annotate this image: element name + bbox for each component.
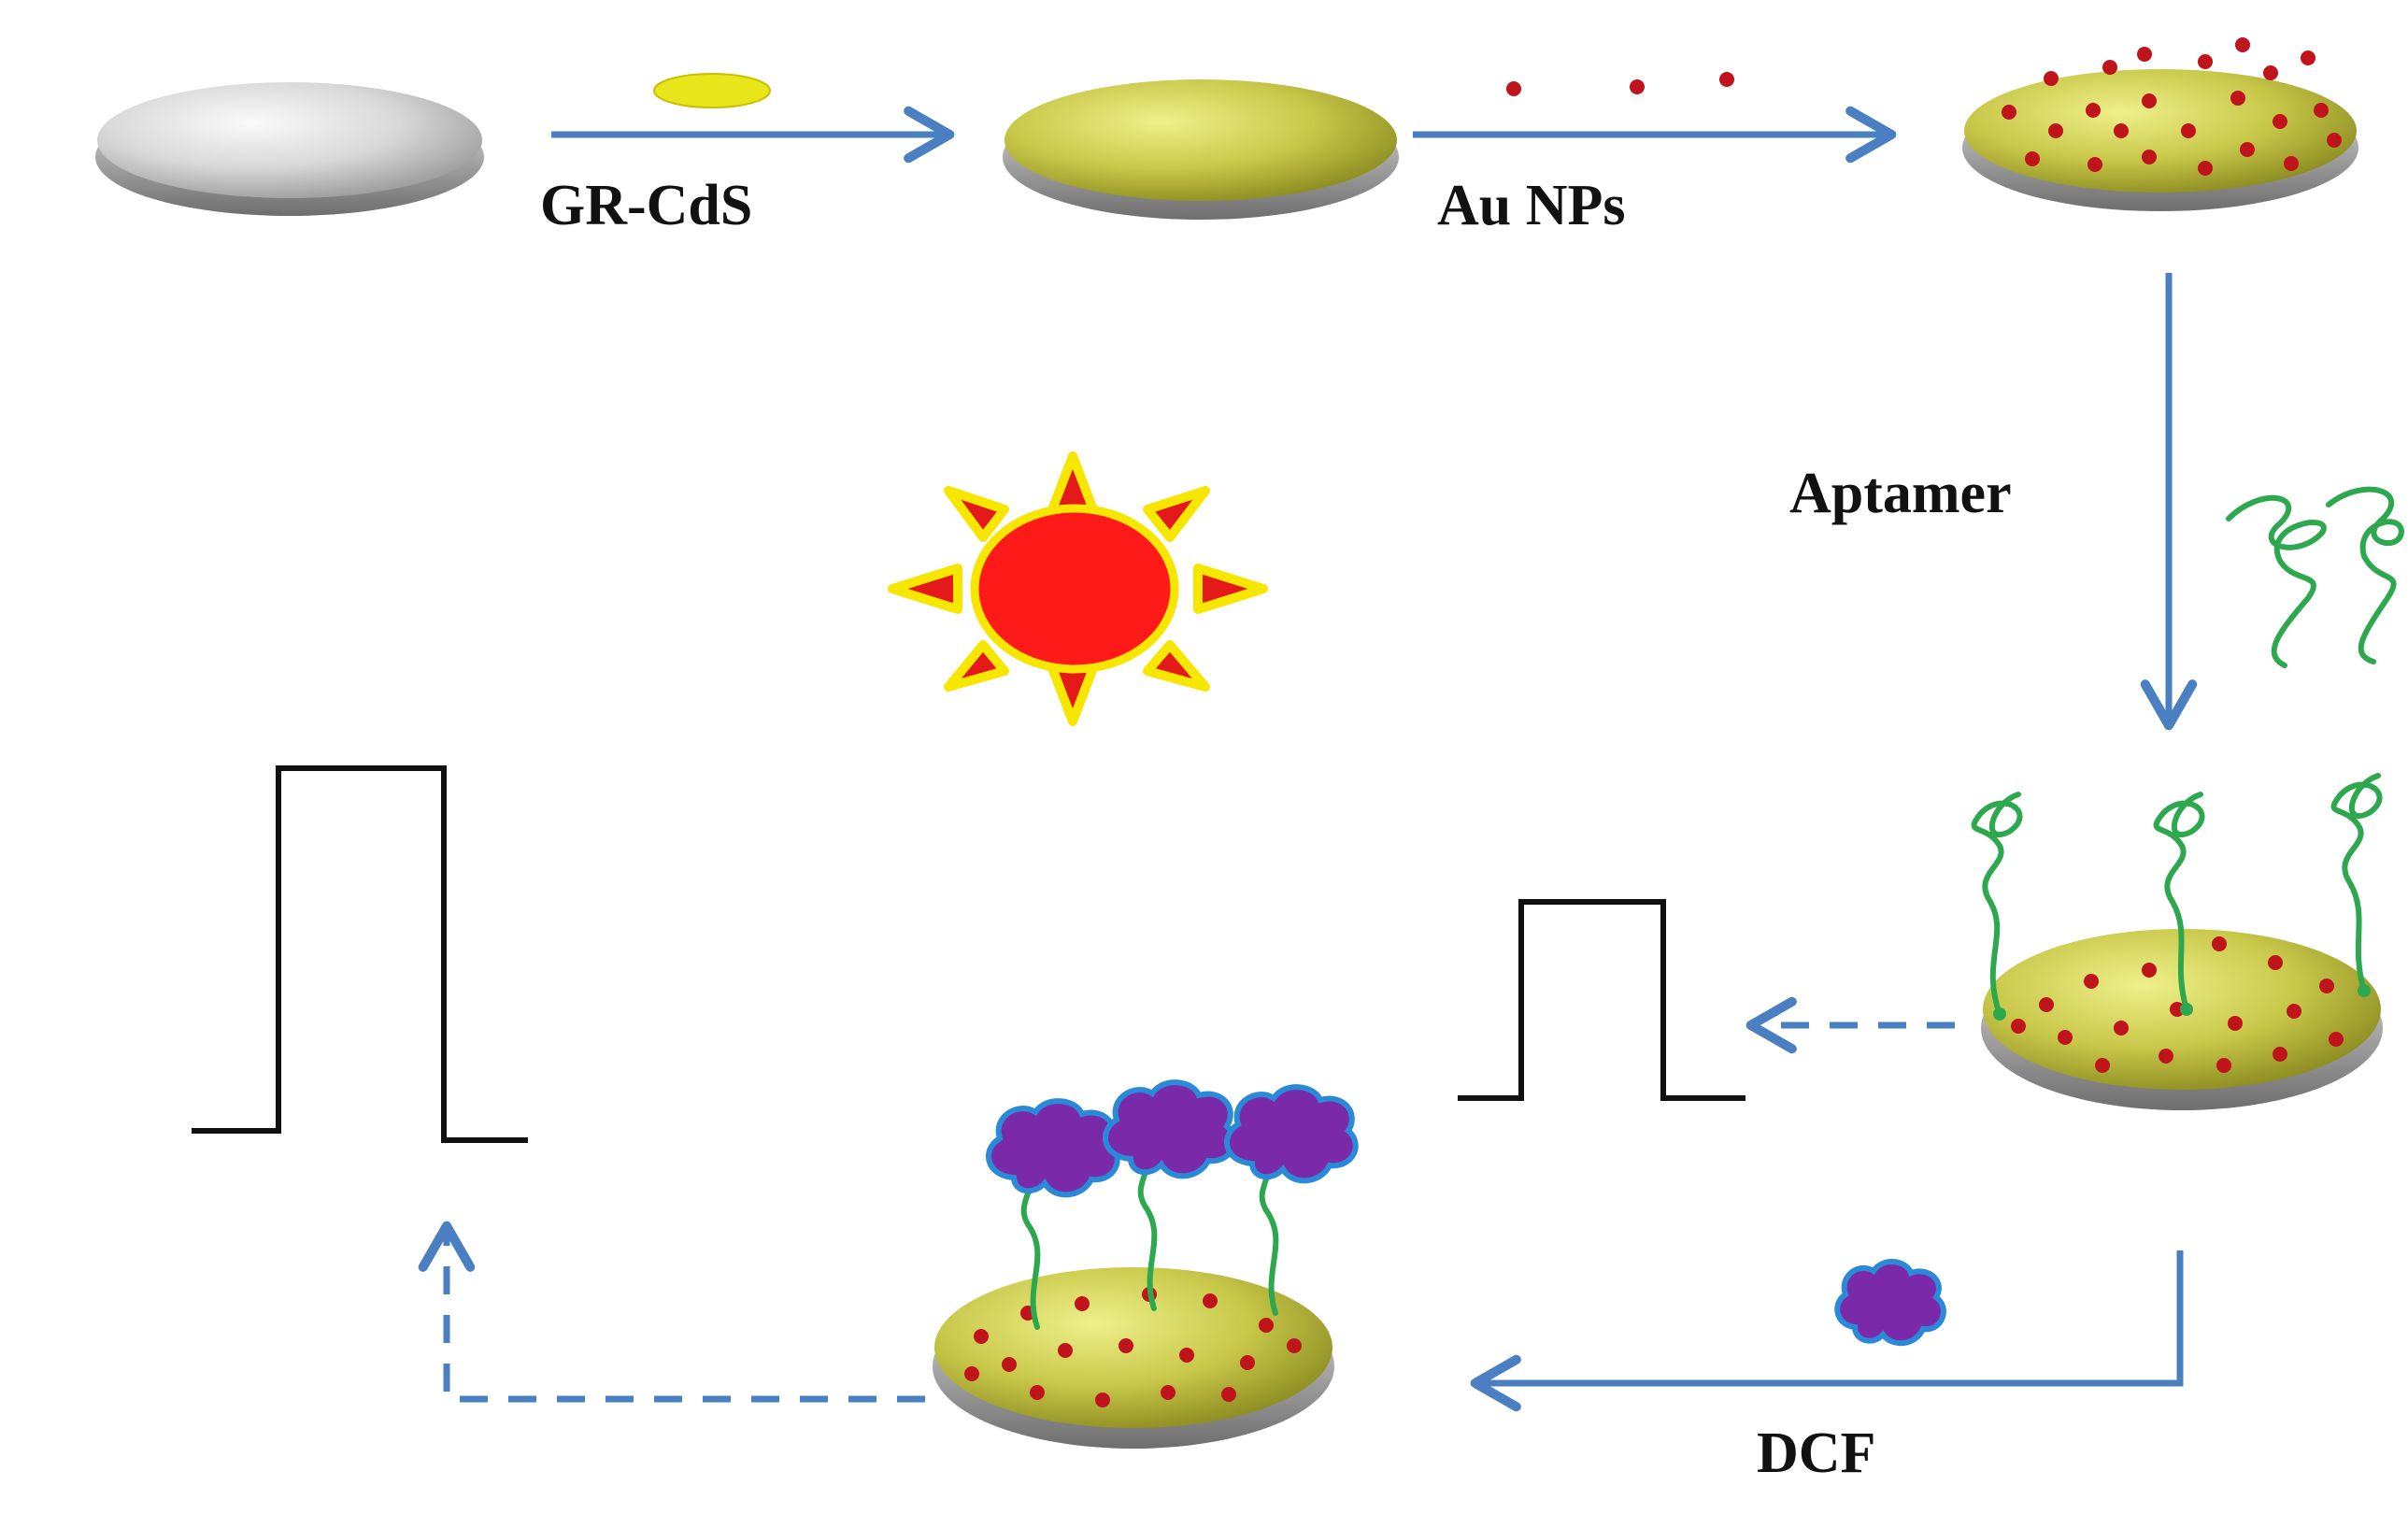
photocurrent-pulse-large: [192, 765, 528, 1143]
sun-light-icon: [888, 451, 1268, 726]
dcf-bound-disk: [933, 1079, 1359, 1449]
aptamer-strand-icon: [2226, 486, 2405, 668]
bare-electrode-disk: [95, 82, 484, 216]
aptamer-modified-disk: [1971, 773, 2383, 1110]
label-au-nps: Au NPs: [1437, 174, 1626, 237]
label-dcf: DCF: [1757, 1421, 1875, 1485]
au-np-dots-icon: [1506, 72, 1734, 96]
label-gr-cds: GR-CdS: [540, 174, 752, 237]
dashed-arrow-large-signal: [418, 1221, 925, 1403]
gr-cds-coated-disk: [1003, 79, 1399, 220]
photocurrent-pulse-small: [1458, 899, 1745, 1101]
gr-cds-flake-icon: [653, 73, 771, 108]
label-aptamer: Aptamer: [1789, 462, 2012, 525]
au-np-decorated-disk: [1962, 37, 2358, 211]
dcf-molecule-icon: [1834, 1259, 1946, 1346]
arrow-dcf: [1470, 1250, 2184, 1412]
dcf-bound-molecules: [986, 1079, 1359, 1198]
